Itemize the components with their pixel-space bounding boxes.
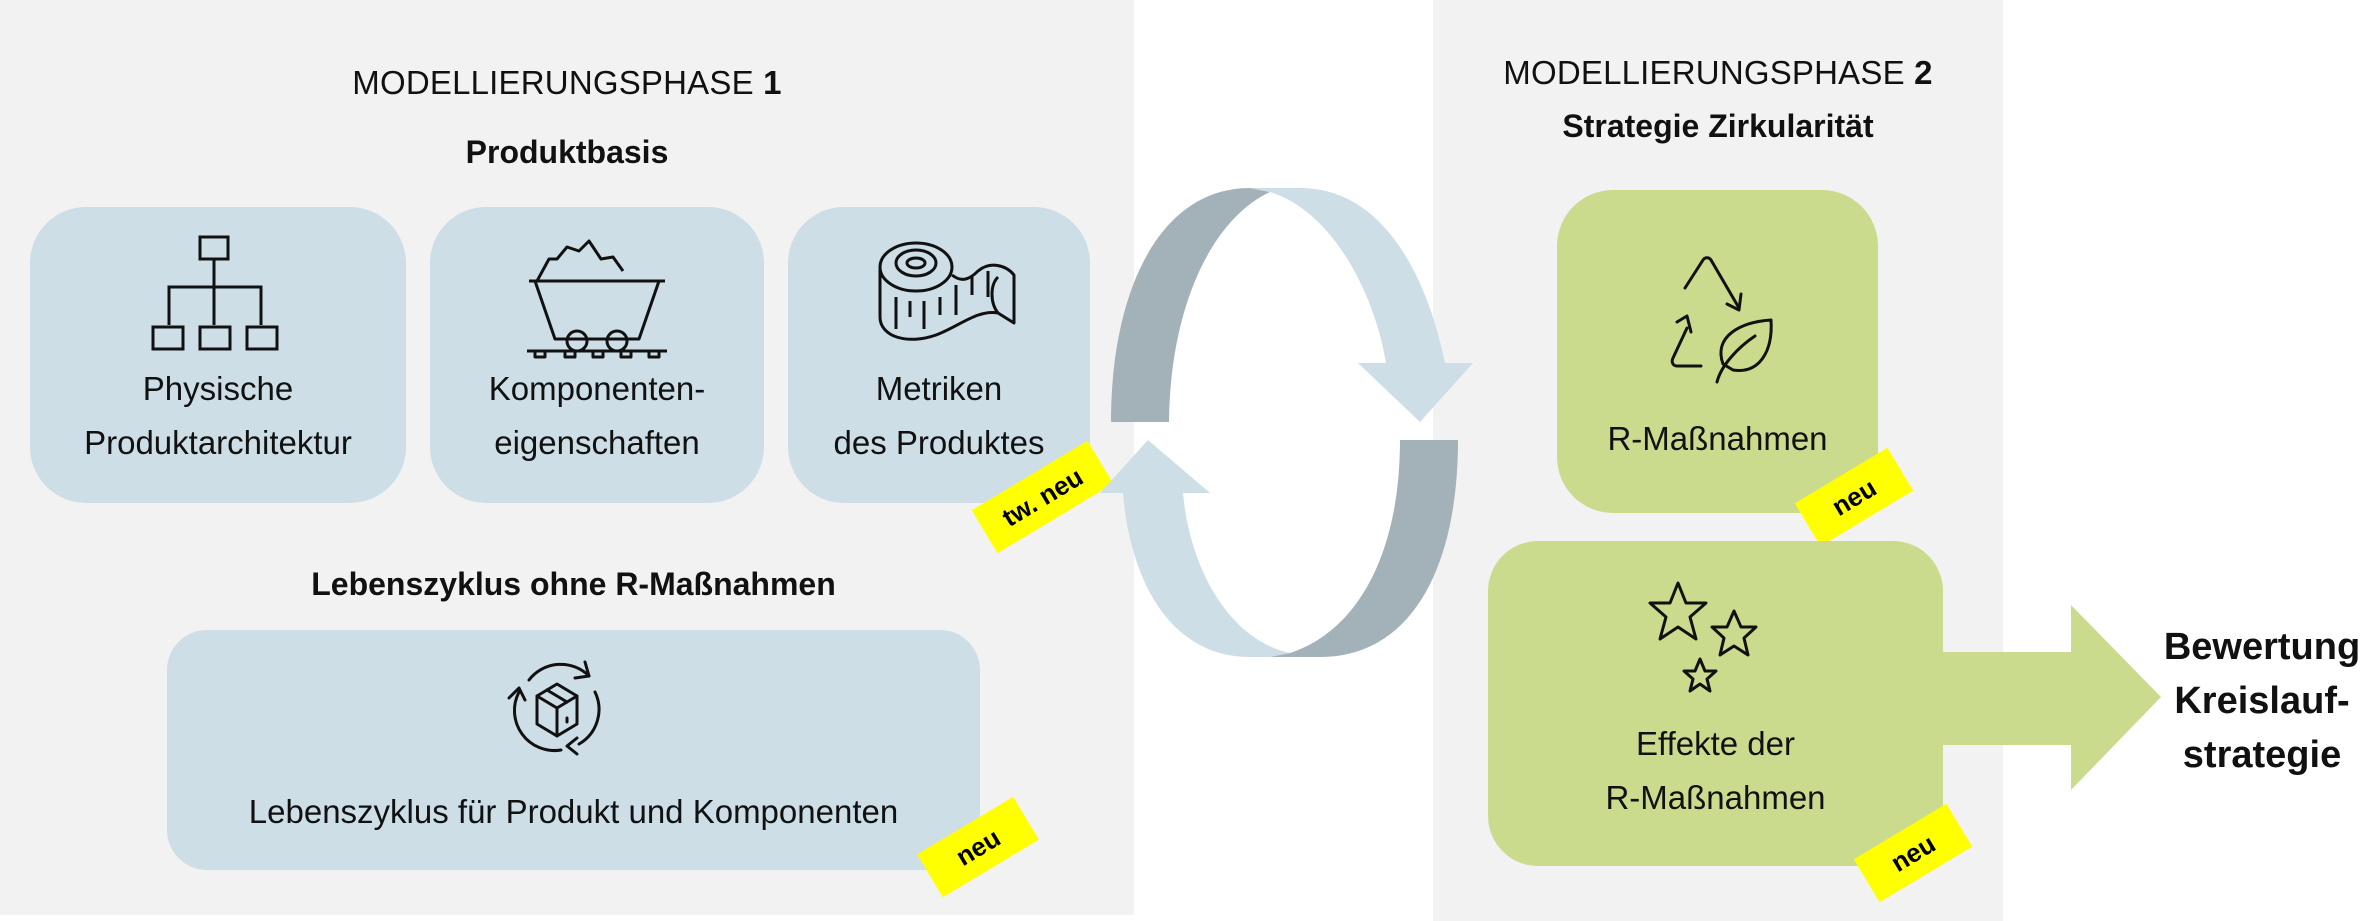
cycle-arrow-top-light: [1250, 188, 1473, 422]
recycle-leaf-icon: [1670, 256, 1773, 384]
box-component-properties-line1: Komponenten-: [488, 370, 706, 407]
box-product-metrics-line2: des Produktes: [833, 424, 1045, 461]
measuring-tape-icon: [878, 241, 1016, 341]
box-component-properties-line2: eigenschaften: [494, 424, 700, 461]
phase1-title-number: 1: [763, 64, 782, 101]
cycle-arrow-bottom-dark: [1270, 440, 1458, 657]
box-physical-architecture: Physische Produktarchitektur: [30, 207, 406, 503]
cycle-arrow-top-dark: [1111, 188, 1270, 422]
result-line1: Bewertung: [2163, 626, 2361, 668]
cycle-arrows: [1100, 188, 1473, 657]
box-lifecycle-label: Lebenszyklus für Produkt und Komponenten: [248, 793, 899, 830]
box-effects: Effekte der R-Maßnahmen: [1488, 541, 1943, 866]
hierarchy-icon: [151, 235, 279, 351]
box-r-measures: R-Maßnahmen: [1557, 190, 1878, 513]
result-arrow: [1930, 605, 2161, 790]
box-product-metrics-line1: Metriken: [875, 370, 1003, 407]
box-effects-line1: Effekte der: [1636, 725, 1795, 762]
mine-cart-icon: [527, 239, 667, 359]
stars-icon: [1648, 581, 1758, 693]
cycle-arrow-bottom-light: [1100, 440, 1290, 657]
box-physical-architecture-line2: Produktarchitektur: [84, 424, 352, 461]
phase2-title-prefix: MODELLIERUNGSPHASE: [1503, 54, 1915, 91]
phase1-title: MODELLIERUNGSPHASE 1: [270, 64, 864, 102]
box-physical-architecture-line1: Physische: [142, 370, 294, 407]
box-r-measures-label: R-Maßnahmen: [1607, 420, 1828, 457]
box-component-properties: Komponenten- eigenschaften: [430, 207, 764, 503]
box-effects-line2: R-Maßnahmen: [1605, 779, 1826, 816]
box-cycle-icon: [507, 660, 601, 756]
box-product-metrics: Metriken des Produktes: [788, 207, 1090, 503]
lifecycle-title: Lebenszyklus ohne R-Maßnahmen: [311, 566, 836, 602]
phase1-title-prefix: MODELLIERUNGSPHASE: [352, 64, 764, 101]
phase1-section-title: Produktbasis: [465, 134, 669, 170]
box-lifecycle: Lebenszyklus für Produkt und Komponenten: [167, 630, 980, 870]
phase2-title-number: 2: [1914, 54, 1933, 91]
phase2-title: MODELLIERUNGSPHASE 2: [1433, 54, 2003, 92]
result-line3: strategie: [2182, 734, 2342, 776]
result-label: Bewertung Kreislauf- strategie: [2160, 620, 2362, 782]
result-line2: Kreislauf-: [2174, 680, 2350, 722]
phase2-section-title: Strategie Zirkularität: [1562, 108, 1874, 144]
